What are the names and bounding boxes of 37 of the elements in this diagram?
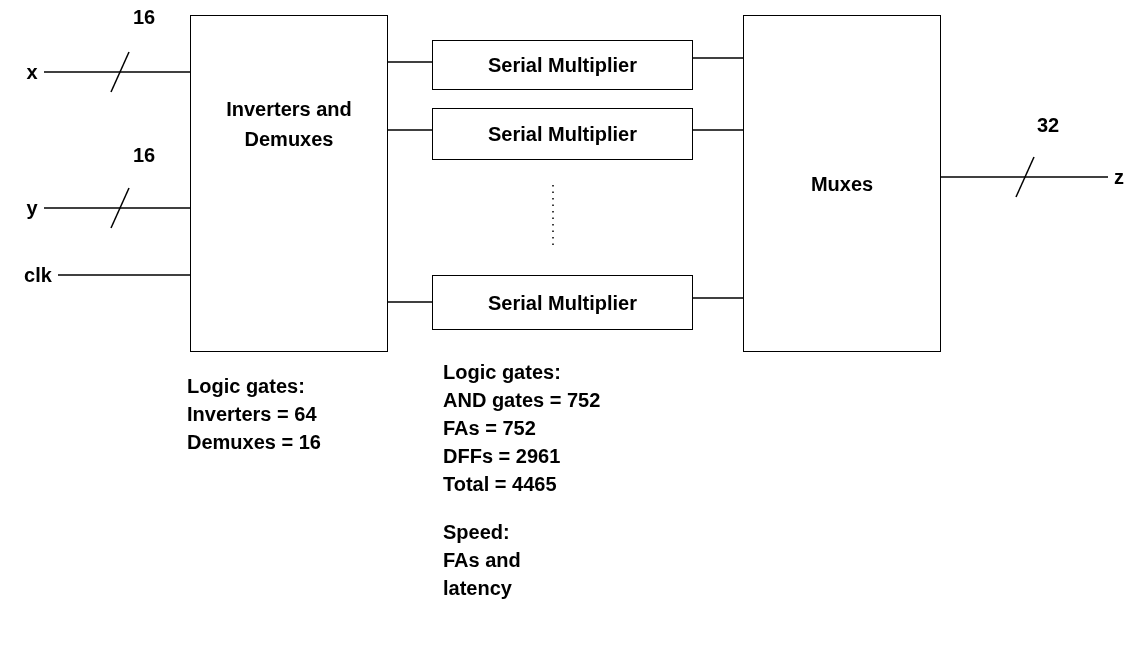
note-text: Inverters = 64 — [187, 402, 317, 427]
connector-line — [387, 129, 433, 131]
signal-name: y — [20, 194, 44, 222]
note-text: Logic gates: — [187, 374, 305, 399]
note-text: Demuxes = 16 — [187, 430, 321, 455]
connector-line — [387, 61, 433, 63]
block-label: Serial Multiplier — [488, 290, 637, 316]
block-box — [432, 275, 693, 330]
bus-width-label: 16 — [133, 6, 156, 29]
bus-width-label: 16 — [133, 144, 156, 167]
note-text: FAs and latency — [443, 548, 522, 601]
note-text: FAs = 752 — [443, 416, 536, 441]
signal-name: clk — [18, 261, 58, 289]
block-label: Serial Multiplier — [488, 122, 637, 147]
signal-name: x — [20, 58, 44, 86]
block-label: Serial Multiplier — [488, 53, 637, 78]
note-text: Logic gates: — [443, 360, 561, 385]
connector-line — [692, 57, 744, 59]
note-text: AND gates = 752 — [443, 388, 601, 413]
note-text: Total = 4465 — [443, 472, 557, 497]
connector-line — [940, 156, 1109, 198]
signal-name: z — [1108, 163, 1130, 191]
connector-line — [692, 297, 744, 299]
block-label: Inverters and Demuxes — [225, 97, 353, 152]
block-box — [432, 40, 693, 90]
connector-line — [57, 274, 191, 276]
bus-width-label: 32 — [1037, 114, 1060, 137]
connector-line — [43, 51, 191, 93]
note-text: DFFs = 2961 — [443, 444, 561, 469]
block-box — [743, 15, 941, 352]
block-box — [432, 108, 693, 160]
note-text: Speed: — [443, 520, 510, 545]
block-box — [190, 15, 388, 352]
connector-line — [692, 129, 744, 131]
connector-line — [43, 187, 191, 229]
block-label: Muxes — [810, 171, 874, 197]
connector-line — [387, 301, 433, 303]
